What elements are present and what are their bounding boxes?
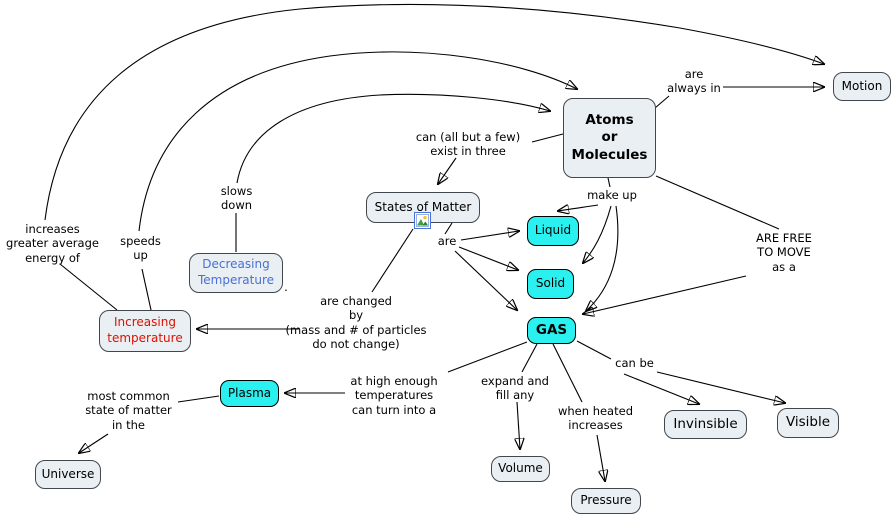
node-motion[interactable]: Motion xyxy=(833,72,891,101)
node-volume[interactable]: Volume xyxy=(491,456,550,482)
link-are[interactable]: are xyxy=(437,234,457,248)
node-atoms-or-molecules[interactable]: Atoms or Molecules xyxy=(563,98,656,178)
image-attachment-glyph xyxy=(416,214,429,227)
link-are-free-to-move[interactable]: ARE FREE TO MOVE as a xyxy=(756,231,812,274)
node-solid[interactable]: Solid xyxy=(527,269,574,299)
node-universe[interactable]: Universe xyxy=(35,460,101,489)
link-can-exist-in-three[interactable]: can (all but a few) exist in three xyxy=(415,130,521,159)
link-slows-down[interactable]: slows down xyxy=(220,184,253,213)
link-when-heated-increases[interactable]: when heated increases xyxy=(557,404,633,433)
node-invinsible[interactable]: Invinsible xyxy=(664,410,747,439)
link-speeds-up[interactable]: speeds up xyxy=(120,234,161,263)
stray-period-label[interactable]: . xyxy=(284,280,288,294)
node-liquid[interactable]: Liquid xyxy=(527,216,579,246)
link-expand-and-fill[interactable]: expand and fill any xyxy=(481,374,549,403)
link-make-up[interactable]: make up xyxy=(587,188,637,202)
link-high-enough-temperatures[interactable]: at high enough temperatures can turn int… xyxy=(350,374,438,417)
link-can-be[interactable]: can be xyxy=(615,356,654,370)
node-gas[interactable]: GAS xyxy=(527,317,576,344)
node-increasing-temperature[interactable]: Increasing temperature xyxy=(99,310,191,352)
node-plasma[interactable]: Plasma xyxy=(220,380,279,407)
image-attachment-icon[interactable] xyxy=(414,212,431,229)
node-visible[interactable]: Visible xyxy=(777,408,839,438)
link-are-always-in[interactable]: are always in xyxy=(667,67,721,96)
node-decreasing-temperature[interactable]: Decreasing Temperature xyxy=(189,253,283,293)
link-increases-greater-average-energy[interactable]: increases greater average energy of xyxy=(6,222,99,265)
link-most-common-state[interactable]: most common state of matter in the xyxy=(85,389,172,432)
node-pressure[interactable]: Pressure xyxy=(571,488,641,514)
link-are-changed-by[interactable]: are changed by (mass and # of particles … xyxy=(285,294,427,351)
